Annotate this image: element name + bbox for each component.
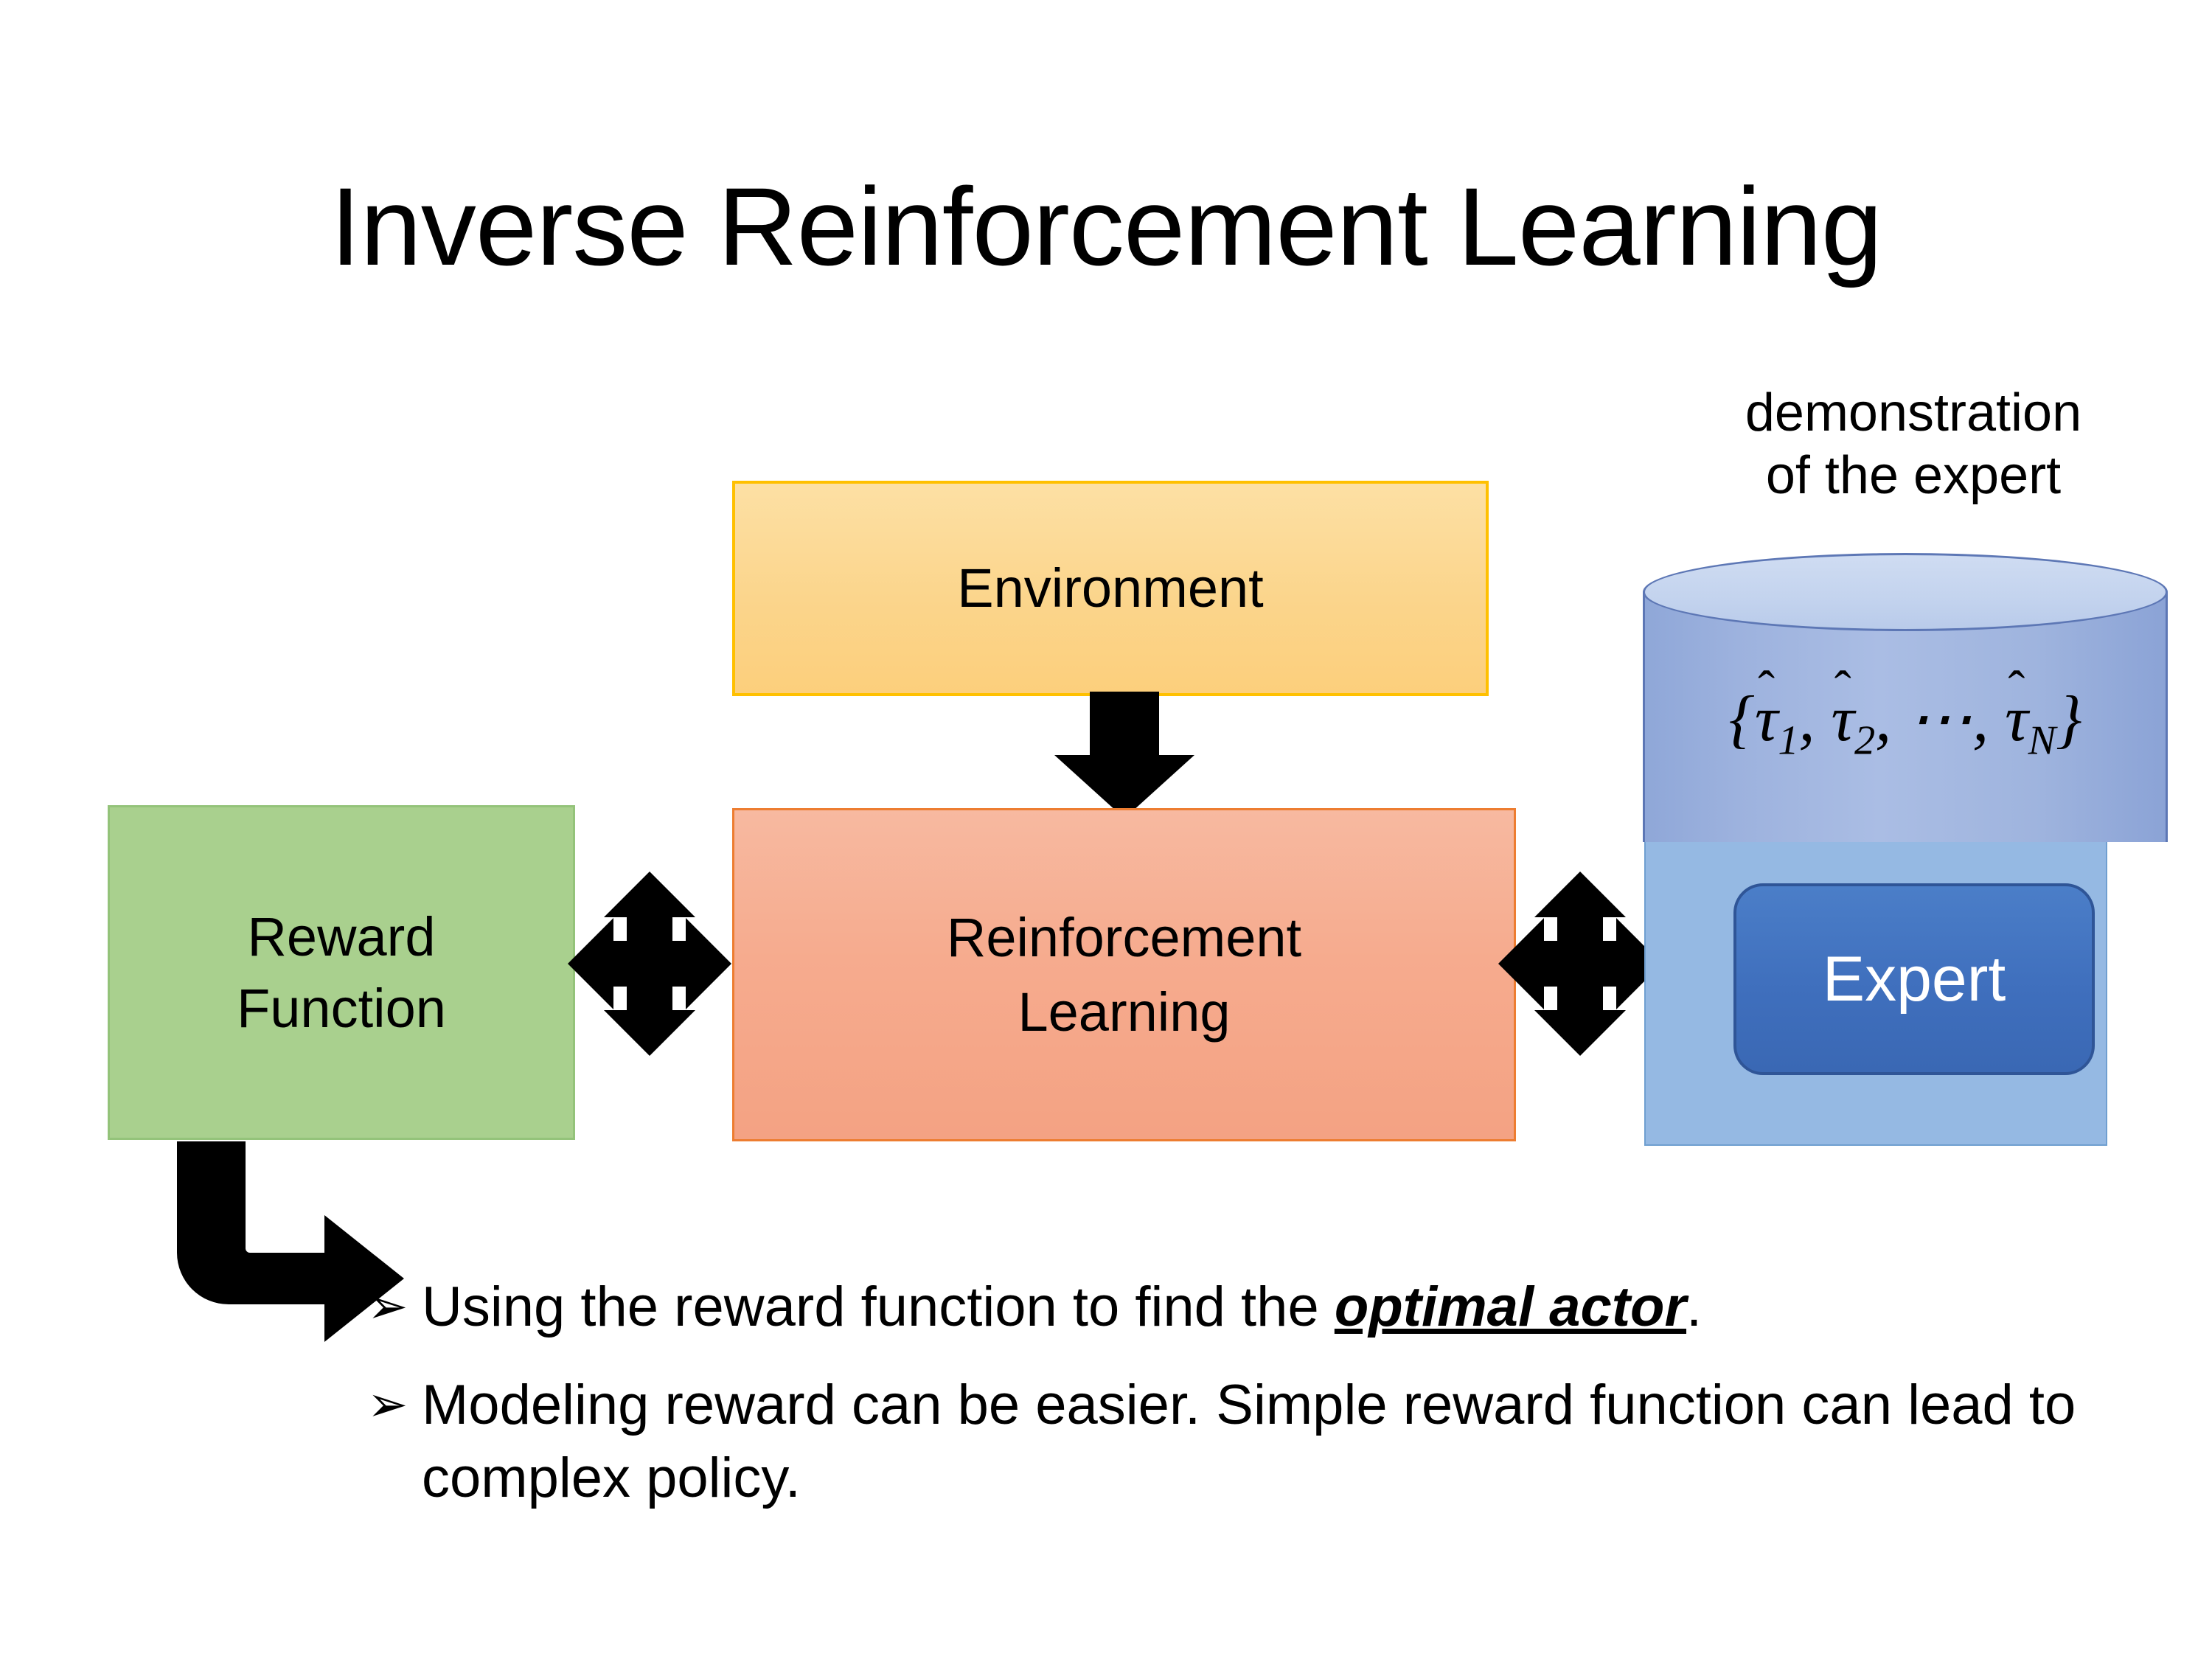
reinforcement-learning-node: Reinforcement Learning <box>732 808 1516 1141</box>
demonstration-caption-line1: demonstration <box>1745 383 2082 442</box>
reward-function-node: Reward Function <box>108 805 575 1140</box>
bullet-1-suffix: . <box>1686 1276 1703 1338</box>
expert-node: Expert <box>1733 883 2095 1075</box>
reward-function-label-stack: Reward Function <box>237 897 446 1048</box>
environment-to-rl-arrow <box>1054 692 1194 818</box>
formula-hat-1: ̂ <box>1755 660 1778 718</box>
bullet-list: ➢ Using the reward function to find the … <box>367 1271 2093 1540</box>
formula-tau-glyph-1: τ <box>1754 684 1778 755</box>
list-item: ➢ Using the reward function to find the … <box>367 1271 2093 1344</box>
list-item: ➢ Modeling reward can be easier. Simple … <box>367 1369 2093 1515</box>
reward-function-label-line2: Function <box>237 978 446 1039</box>
demonstration-caption-line2: of the expert <box>1765 445 2062 505</box>
expert-label: Expert <box>1822 943 2006 1015</box>
page-title: Inverse Reinforcement Learning <box>330 164 1883 288</box>
reward-function-label-line1: Reward <box>247 905 436 967</box>
formula-ellipsis: ⋯ <box>1907 684 1973 755</box>
reinforcement-learning-label-stack: Reinforcement Learning <box>947 895 1301 1055</box>
formula-hat-n: ̂ <box>2005 660 2028 718</box>
formula-sub-1: 1 <box>1778 717 1799 764</box>
formula-sub-n: N <box>2028 717 2056 764</box>
formula-tau-glyph-n: τ <box>2005 684 2028 755</box>
formula-sub-2: 2 <box>1854 717 1876 764</box>
environment-label: Environment <box>957 557 1264 619</box>
formula-tau-glyph-2: τ <box>1831 684 1854 755</box>
bullet-2-prefix: Modeling reward can be easier. Simple re… <box>422 1373 2076 1509</box>
reinforcement-learning-label-line1: Reinforcement <box>946 906 1302 968</box>
bullet-1-prefix: Using the reward function to find the <box>422 1276 1335 1338</box>
demonstration-cylinder: {̂τ1, ̂τ2, ⋯, ̂τN} <box>1643 553 2168 863</box>
rl-to-expert-double-arrow <box>1498 872 1662 1056</box>
reinforcement-learning-label-line2: Learning <box>1018 981 1231 1043</box>
formula-tau-2: ̂τ <box>1831 682 1854 757</box>
environment-node: Environment <box>732 481 1489 696</box>
cylinder-body <box>1643 591 2168 842</box>
formula-open-brace: { <box>1728 684 1755 755</box>
bullet-marker-icon: ➢ <box>367 1376 408 1431</box>
cylinder-top-ellipse <box>1643 553 2168 631</box>
formula-hat-2: ̂ <box>1831 660 1854 718</box>
formula-tau-1: ̂τ <box>1755 682 1778 757</box>
reward-to-bullets-elbow-arrow <box>177 1141 404 1342</box>
bullet-1-emphasis: optimal actor <box>1334 1276 1687 1338</box>
formula-close-brace: } <box>2056 684 2082 755</box>
bullet-text-1: Using the reward function to find the op… <box>422 1271 2093 1344</box>
bullet-text-2: Modeling reward can be easier. Simple re… <box>422 1369 2093 1515</box>
demonstration-caption: demonstration of the expert <box>1644 382 2183 507</box>
formula-tau-n: ̂τ <box>2005 682 2028 757</box>
trajectory-set-formula: {̂τ1, ̂τ2, ⋯, ̂τN} <box>1643 680 2168 765</box>
reward-to-rl-double-arrow <box>568 872 731 1056</box>
bullet-marker-icon: ➢ <box>367 1279 408 1333</box>
